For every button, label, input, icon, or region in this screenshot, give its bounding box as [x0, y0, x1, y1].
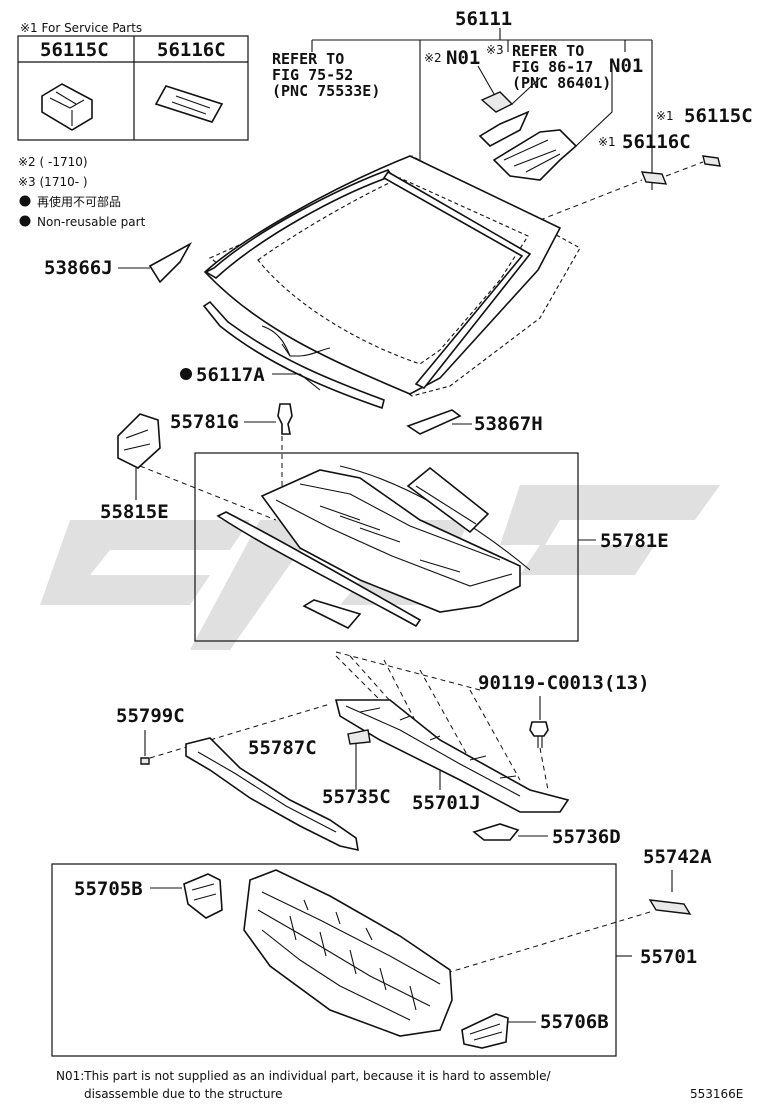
label-55781e[interactable]: 55781E — [600, 530, 669, 552]
label: (PNC 86401) — [512, 74, 611, 92]
label: REFER TO — [512, 42, 584, 60]
label: FIG 86-17 — [512, 58, 593, 76]
label-56115c-mark[interactable]: ※1 — [656, 109, 674, 123]
label-55706b[interactable]: 55706B — [540, 1011, 609, 1033]
reference-fig-86-17: REFER TO FIG 86-17 (PNC 86401) — [512, 42, 611, 92]
reference-fig-75-52: REFER TO FIG 75-52 (PNC 75533E) — [272, 50, 380, 100]
molding-56117a — [202, 300, 385, 410]
molding-53866j — [148, 241, 193, 284]
clip-56115c-icon — [41, 83, 93, 131]
windshield-glass — [203, 155, 581, 397]
label-55787c[interactable]: 55787C — [248, 737, 317, 759]
label-55799c[interactable]: 55799C — [116, 705, 185, 727]
label-56116c-mark[interactable]: ※1 — [598, 135, 616, 149]
cowl-panel-55701j — [334, 651, 570, 813]
footer-note-line-1: N01:This part is not supplied as an indi… — [56, 1069, 551, 1083]
pad-55742a — [648, 899, 692, 915]
legend-col-56115c: 56115C — [40, 39, 109, 61]
service-parts-legend: ※1 For Service Parts 56115C 56116C ※2 ( … — [17, 21, 249, 229]
grommet-55799c-icon — [140, 757, 150, 765]
dash-panel-55701 — [243, 869, 453, 1037]
extension-55787c — [185, 737, 359, 852]
legend-note-3: ※3 (1710- ) — [18, 175, 88, 189]
cover-55815e — [117, 413, 161, 469]
mirror-bracket-parts — [477, 65, 721, 221]
cowl-louver-55781e — [216, 436, 531, 629]
non-reusable-dot-icon — [19, 195, 31, 207]
label-55736d[interactable]: 55736D — [552, 826, 621, 848]
molding-53867h — [406, 409, 462, 435]
label-53866j[interactable]: 53866J — [44, 257, 113, 279]
label-90119-c0013[interactable]: 90119-C0013(13) — [478, 672, 650, 694]
bracket-55705b — [183, 873, 223, 919]
label-56116c[interactable]: 56116C — [622, 131, 691, 153]
label: FIG 75-52 — [272, 66, 353, 84]
label-55742a[interactable]: 55742A — [643, 846, 712, 868]
diagram-id: 553166E — [690, 1087, 743, 1101]
cowl-assembly-box — [194, 452, 579, 642]
label: (PNC 75533E) — [272, 82, 380, 100]
label-n01-mark-2[interactable]: ※2 — [424, 51, 442, 65]
footer-note-line-2: disassemble due to the structure — [84, 1087, 283, 1101]
label-56115c[interactable]: 56115C — [684, 105, 753, 127]
label-55735c[interactable]: 55735C — [322, 786, 391, 808]
non-reusable-dot-icon — [19, 215, 31, 227]
label-55781g[interactable]: 55781G — [170, 411, 239, 433]
legend-title: ※1 For Service Parts — [20, 21, 142, 35]
bolt-90119-icon — [529, 721, 549, 748]
label: REFER TO — [272, 50, 344, 68]
legend-note-2: ※2 ( -1710) — [18, 155, 88, 169]
bracket-55736d — [472, 823, 520, 841]
dash-panel-box — [51, 863, 617, 1057]
non-reusable-dot-icon — [180, 368, 192, 380]
label-56111[interactable]: 56111 — [455, 8, 512, 30]
label-55701j[interactable]: 55701J — [412, 792, 481, 814]
label-55815e[interactable]: 55815E — [100, 501, 169, 523]
label-n01-mark-3[interactable]: ※3 — [486, 43, 504, 57]
clip-56116c-icon — [154, 85, 224, 123]
legend-bullet-jp: 再使用不可部品 — [37, 194, 121, 209]
label-55705b[interactable]: 55705B — [74, 878, 143, 900]
label-56117a[interactable]: 56117A — [196, 364, 265, 386]
group-bracket-56111 — [311, 28, 653, 190]
label-n01-b[interactable]: N01 — [609, 55, 643, 77]
legend-col-56116c: 56116C — [157, 39, 226, 61]
bracket-55706b — [461, 1013, 509, 1049]
label-53867h[interactable]: 53867H — [474, 413, 543, 435]
clip-55781g-icon — [277, 403, 293, 435]
label-55701[interactable]: 55701 — [640, 946, 697, 968]
label-n01-a[interactable]: N01 — [446, 47, 480, 69]
legend-bullet-en: Non-reusable part — [37, 215, 146, 229]
